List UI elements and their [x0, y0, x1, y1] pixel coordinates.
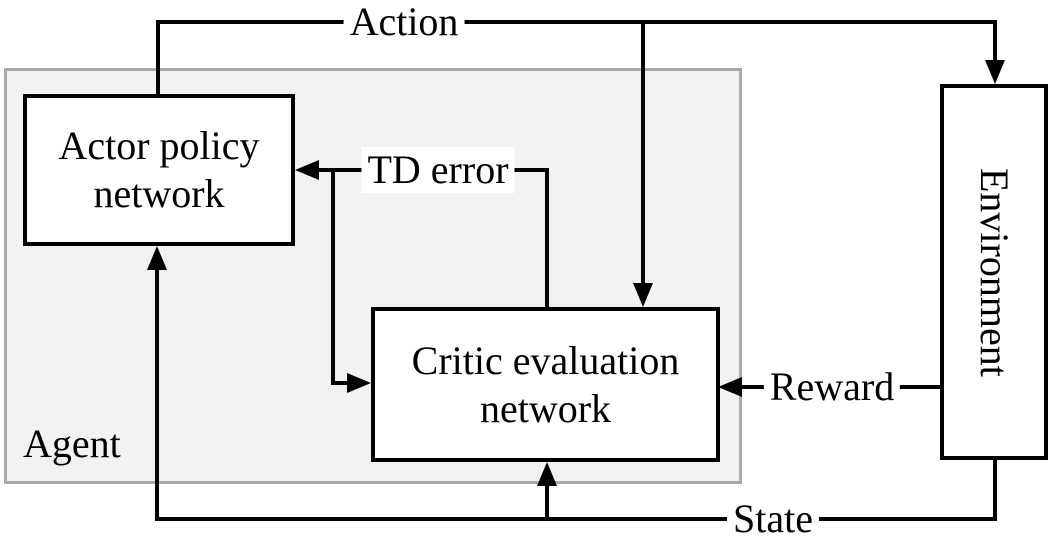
- td-error-arrowhead-actor: [295, 160, 319, 180]
- critic-evaluation-network-label: Critic evaluation network: [411, 337, 680, 431]
- action-line-horizontal: [156, 20, 997, 24]
- state-arrowhead-critic: [537, 462, 557, 486]
- critic-evaluation-network-box: Critic evaluation network: [371, 307, 720, 462]
- actor-policy-network-label: Actor policy network: [58, 123, 260, 216]
- state-arrowhead-actor: [147, 246, 167, 270]
- reward-arrowhead-critic: [718, 377, 742, 397]
- state-line-from-environment: [993, 456, 997, 521]
- action-arrowhead-environment: [985, 60, 1005, 84]
- td-error-line-from-critic: [545, 170, 549, 307]
- state-line-to-actor: [155, 268, 159, 521]
- action-line-to-environment: [993, 20, 997, 64]
- environment-box: Environment: [940, 84, 1048, 460]
- td-error-line-branch-vertical: [331, 168, 335, 385]
- state-line-branch-to-critic: [545, 484, 549, 521]
- state-line-horizontal: [155, 517, 997, 521]
- td-error-line-branch-horizontal: [331, 381, 351, 385]
- action-line-from-actor: [156, 22, 160, 96]
- action-arrowhead-critic: [633, 283, 653, 307]
- action-line-branch-to-critic: [641, 20, 645, 287]
- actor-policy-network-box: Actor policy network: [23, 94, 295, 246]
- reward-label: Reward: [763, 364, 901, 410]
- action-label: Action: [343, 0, 465, 45]
- state-label: State: [727, 496, 819, 542]
- environment-label: Environment: [972, 167, 1017, 377]
- agent-label: Agent: [23, 421, 121, 466]
- td-error-label: TD error: [361, 147, 515, 193]
- td-error-arrowhead-critic: [347, 373, 371, 393]
